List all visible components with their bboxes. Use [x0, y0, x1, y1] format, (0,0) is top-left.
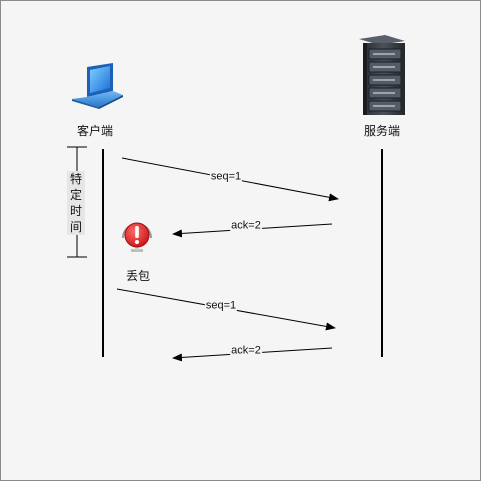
server-rack-icon — [359, 35, 405, 115]
server-label: 服务端 — [363, 124, 401, 138]
client-label: 客户端 — [76, 124, 114, 138]
error-alert-icon — [122, 222, 152, 252]
laptop-icon — [72, 63, 123, 109]
packet-loss-label: 丢包 — [125, 269, 151, 283]
message-label-2: ack=2 — [230, 219, 262, 233]
timer-label: 特定时间 — [67, 171, 85, 235]
message-label-3: seq=1 — [204, 299, 238, 313]
message-label-4: ack=2 — [230, 344, 262, 358]
message-label-1: seq=1 — [209, 170, 243, 184]
